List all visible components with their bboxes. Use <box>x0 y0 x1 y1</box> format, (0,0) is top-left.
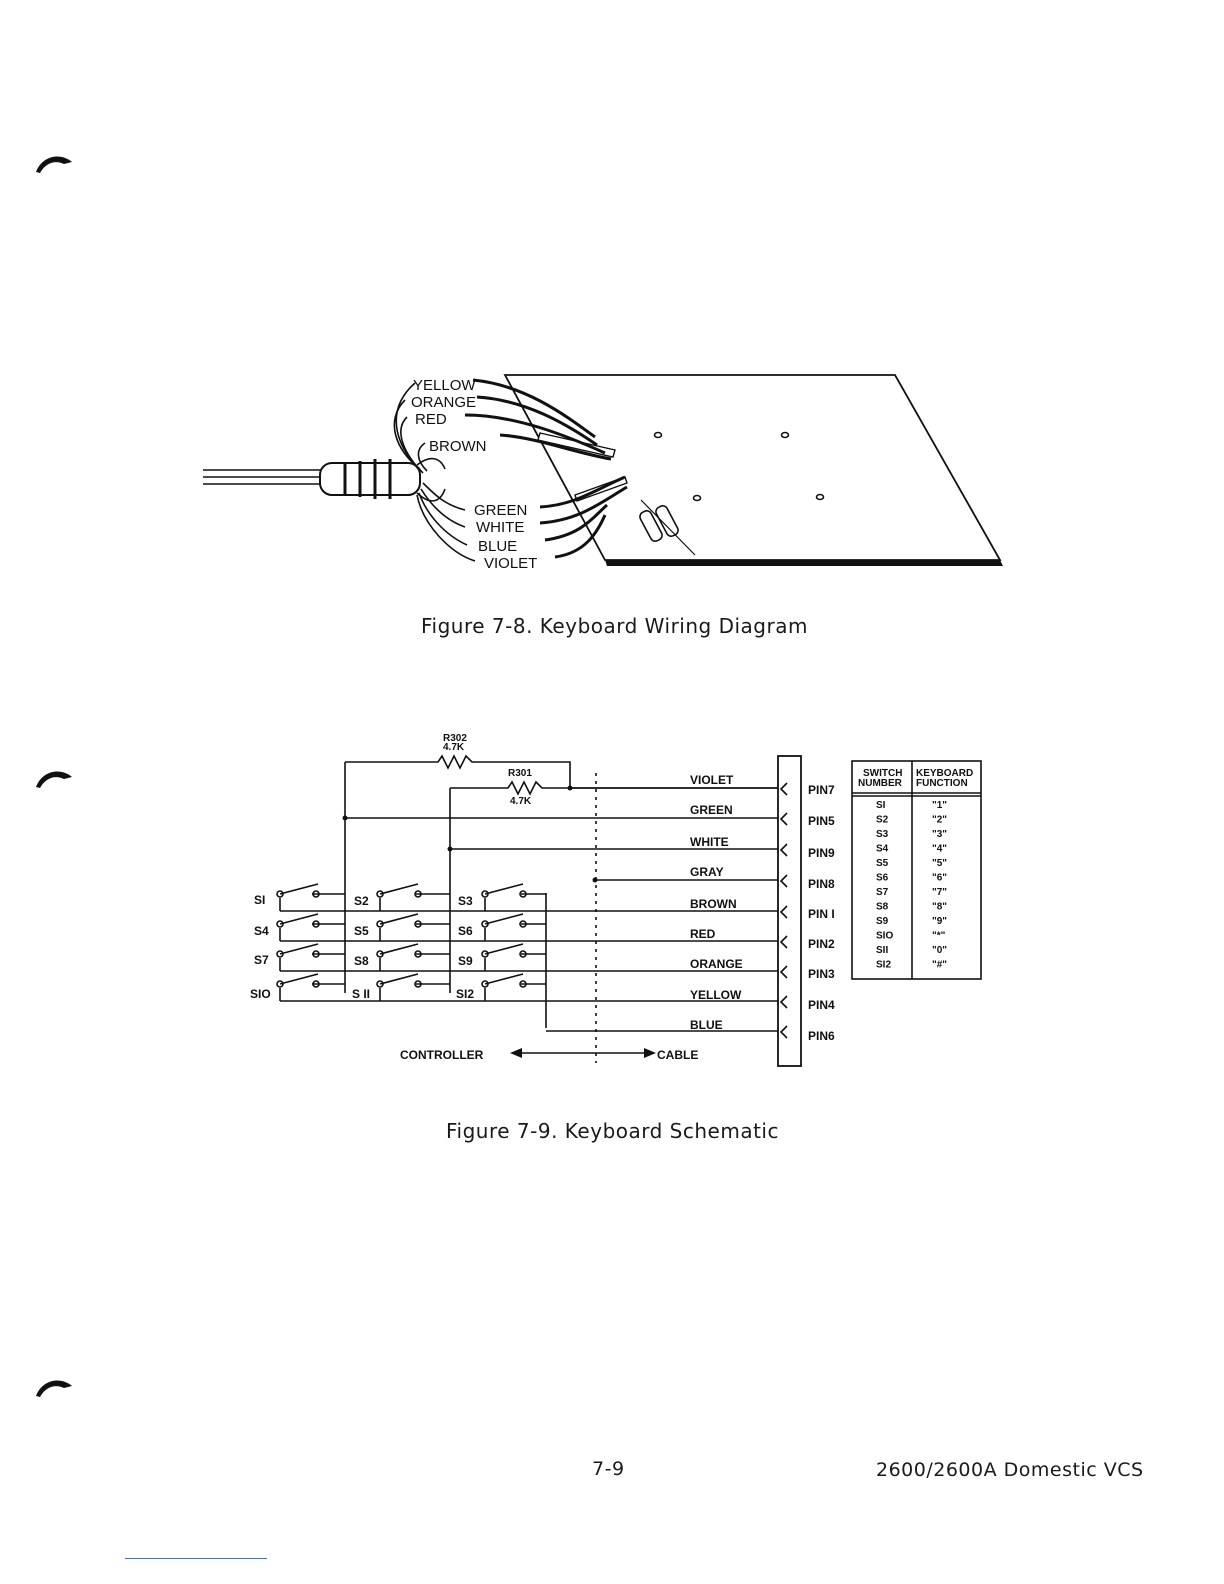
figure-7-8-caption: Figure 7-8. Keyboard Wiring Diagram <box>421 614 808 638</box>
switch-s2-label: S2 <box>354 894 369 908</box>
table-switch-cell: S3 <box>876 829 889 840</box>
switch-function-table: SWITCH NUMBER KEYBOARD FUNCTION SI "1" S2 "… <box>851 760 982 980</box>
pin4-label: PIN4 <box>808 998 835 1012</box>
table-function-cell: "0" <box>932 945 947 956</box>
switch-s12-label: SI2 <box>456 987 474 1001</box>
pin8-label: PIN8 <box>808 877 835 891</box>
table-switch-cell: S5 <box>876 858 889 869</box>
switch-matrix <box>276 883 546 1001</box>
margin-mark-bottom <box>36 1380 72 1397</box>
pin1-label: PIN I <box>808 907 835 921</box>
switch-s11-label: S II <box>352 987 370 1001</box>
schem-wire-gray: GRAY <box>690 865 724 879</box>
table-switch-cell: S4 <box>876 844 889 855</box>
switch-s8-label: S8 <box>354 954 369 968</box>
margin-mark-top <box>36 156 72 173</box>
switch-s6-label: S6 <box>458 924 473 938</box>
table-function-cell: "1" <box>932 800 947 811</box>
table-function-cell: "*" <box>932 931 946 942</box>
switch-s7-label: S7 <box>254 953 269 967</box>
wire-label-orange: ORANGE <box>411 394 476 411</box>
switch-s10-label: SIO <box>250 987 271 1001</box>
table-switch-cell: SII <box>876 945 888 956</box>
switch-s1-label: SI <box>254 893 265 907</box>
controller-label: CONTROLLER <box>400 1048 484 1062</box>
schem-wire-brown: BROWN <box>690 897 737 911</box>
schem-wire-yellow: YELLOW <box>690 988 742 1002</box>
table-switch-cell: SI <box>876 800 886 811</box>
circuit-board <box>503 374 1003 566</box>
table-function-cell: "8" <box>932 902 947 913</box>
svg-text:4.7K: 4.7K <box>443 742 465 753</box>
svg-text:R301: R301 <box>508 768 532 779</box>
table-function-cell: "7" <box>932 887 947 898</box>
table-header-function-2: FUNCTION <box>916 778 968 789</box>
wire-label-yellow: YELLOW <box>413 377 476 394</box>
margin-mark-middle <box>36 771 72 788</box>
wire-label-violet: VIOLET <box>484 555 537 572</box>
table-switch-cell: S9 <box>876 916 889 927</box>
svg-text:4.7K: 4.7K <box>510 796 532 807</box>
pin9-label: PIN9 <box>808 846 835 860</box>
switch-s9-label: S9 <box>458 954 473 968</box>
table-function-cell: "3" <box>932 829 947 840</box>
table-switch-cell: S6 <box>876 873 889 884</box>
svg-text:R302: R302 <box>443 733 467 744</box>
schem-wire-green: GREEN <box>690 803 733 817</box>
pin2-label: PIN2 <box>808 937 835 951</box>
table-function-cell: "4" <box>932 844 947 855</box>
pin6-label: PIN6 <box>808 1029 835 1043</box>
connector-block <box>777 755 802 1067</box>
switch-s4-label: S4 <box>254 924 269 938</box>
schem-wire-blue: BLUE <box>690 1018 723 1032</box>
table-switch-cell: S7 <box>876 887 889 898</box>
table-function-cell: "#" <box>932 960 947 971</box>
wire-label-green: GREEN <box>474 502 527 519</box>
lower-wire-bundle <box>416 475 628 562</box>
table-switch-cell: SI2 <box>876 960 891 971</box>
page-edge-line <box>125 1558 267 1559</box>
table-function-cell: "5" <box>932 858 947 869</box>
schem-wire-white: WHITE <box>690 835 729 849</box>
table-header-function-1: KEYBOARD <box>916 768 973 779</box>
page-number: 7-9 <box>592 1458 625 1480</box>
cable-label: CABLE <box>657 1048 698 1062</box>
table-header-switch-2: NUMBER <box>858 778 903 789</box>
wire-label-blue: BLUE <box>478 538 517 555</box>
table-function-cell: "9" <box>932 916 947 927</box>
table-function-cell: "6" <box>932 873 947 884</box>
table-function-cell: "2" <box>932 815 947 826</box>
figure-7-9-caption: Figure 7-9. Keyboard Schematic <box>446 1119 779 1143</box>
controller-cable <box>203 457 446 502</box>
pin7-label: PIN7 <box>808 783 835 797</box>
resistor-r301: R301 4.7K <box>450 768 780 807</box>
wire-lines <box>280 787 780 1032</box>
keyboard-schematic: R302 4.7K R301 4.7K VIOLET GREEN WHITE G… <box>250 733 982 1067</box>
schem-wire-red: RED <box>690 927 716 941</box>
resistor-r302: R302 4.7K <box>345 733 571 788</box>
document-title: 2600/2600A Domestic VCS <box>876 1459 1144 1481</box>
schem-wire-violet: VIOLET <box>690 773 734 787</box>
wire-label-brown: BROWN <box>429 438 487 455</box>
switch-s5-label: S5 <box>354 924 369 938</box>
pin5-label: PIN5 <box>808 814 835 828</box>
upper-wire-bundle <box>393 378 612 474</box>
wire-label-white: WHITE <box>476 519 524 536</box>
switch-s3-label: S3 <box>458 894 473 908</box>
table-switch-cell: S8 <box>876 902 889 913</box>
table-switch-cell: S2 <box>876 815 889 826</box>
wire-label-red: RED <box>415 411 447 428</box>
pin3-label: PIN3 <box>808 967 835 981</box>
table-switch-cell: SIO <box>876 931 893 942</box>
table-header-switch-1: SWITCH <box>863 768 902 779</box>
keyboard-wiring-diagram: YELLOW ORANGE RED BROWN GREEN WHITE BLUE… <box>203 374 1003 572</box>
schem-wire-orange: ORANGE <box>690 957 743 971</box>
